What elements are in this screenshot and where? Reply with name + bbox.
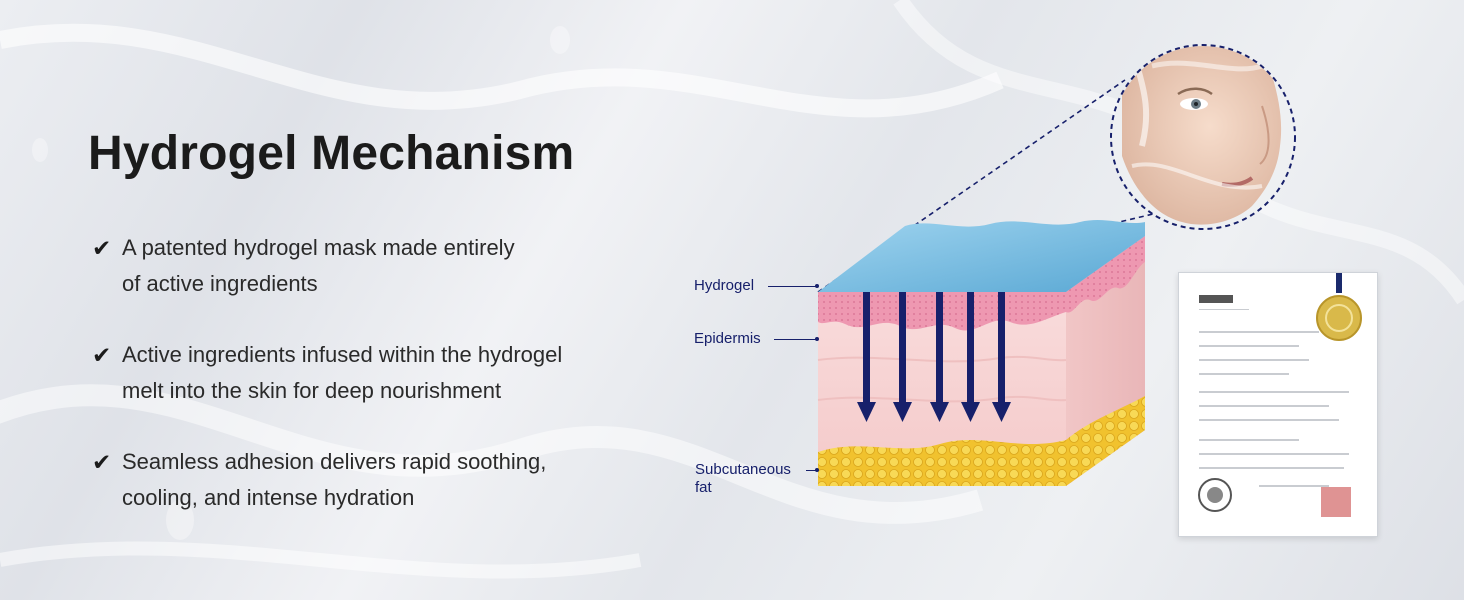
benefit-text-line: cooling, and intense hydration [122, 485, 415, 510]
leader-dot [815, 468, 819, 472]
face-circle-border [1110, 44, 1296, 230]
arrow-down-icon [857, 292, 876, 422]
list-item: ✔ Seamless adhesion delivers rapid sooth… [92, 444, 692, 516]
check-icon: ✔ [92, 235, 112, 261]
leader-line [774, 339, 816, 340]
list-item: ✔ Active ingredients infused within the … [92, 337, 692, 409]
zoom-line [817, 79, 1126, 293]
hydrogel-label: Hydrogel [694, 277, 755, 294]
subcutaneous-fat-side [1066, 396, 1145, 486]
epidermis-side [1066, 236, 1145, 313]
leader-dot [815, 284, 819, 288]
epidermis-label: Epidermis [694, 330, 761, 347]
benefit-text-line: melt into the skin for deep nourishment [122, 378, 502, 403]
page-title: Hydrogel Mechanism [88, 127, 575, 181]
emblem-icon [1198, 478, 1232, 512]
benefit-list: ✔ A patented hydrogel mask made entirely… [92, 230, 692, 551]
benefit-text-line: Active ingredients infused within the hy… [122, 342, 563, 367]
check-icon: ✔ [92, 449, 112, 475]
patent-certificate-image [1178, 272, 1378, 537]
leader-dot [815, 337, 819, 341]
benefit-text-line: Seamless adhesion delivers rapid soothin… [122, 449, 547, 474]
face-closeup-image [1112, 46, 1294, 228]
subcutaneous-fat-label-line2: fat [695, 479, 712, 496]
arrow-down-icon [961, 292, 980, 422]
arrow-down-icon [893, 292, 912, 422]
check-icon: ✔ [92, 342, 112, 368]
list-item: ✔ A patented hydrogel mask made entirely… [92, 230, 692, 302]
arrow-down-icon [930, 292, 949, 422]
subcutaneous-fat-label: Subcutaneous [695, 461, 791, 478]
benefit-text-line: A patented hydrogel mask made entirely [122, 235, 515, 260]
gold-seal-icon [1316, 295, 1362, 341]
benefit-text-line: of active ingredients [122, 271, 318, 296]
subcutaneous-fat-layer [818, 440, 1066, 486]
certificate-heading-graphic [1199, 295, 1233, 303]
penetration-arrows [857, 292, 1011, 422]
hydrogel-layer [818, 220, 1145, 292]
stamp-icon [1321, 487, 1351, 517]
leader-line [806, 470, 816, 471]
arrow-down-icon [992, 292, 1011, 422]
leader-line [768, 286, 816, 287]
